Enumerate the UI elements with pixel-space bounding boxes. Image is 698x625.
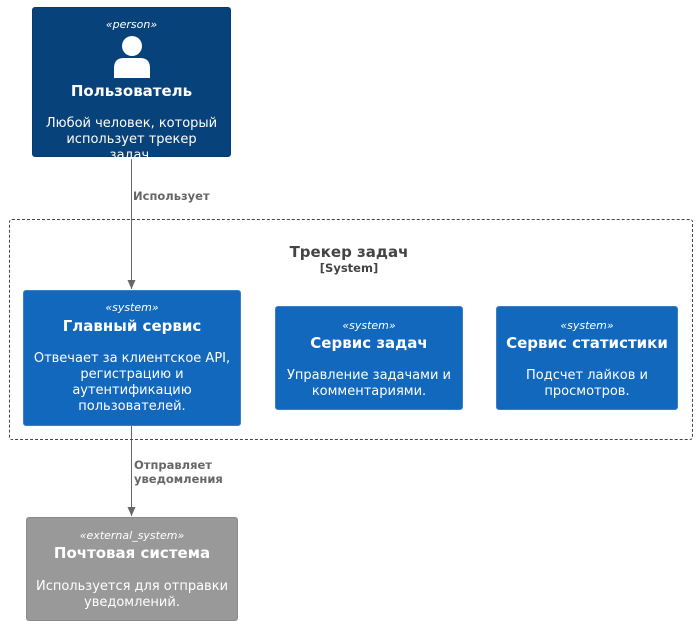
- person-stereotype: «person»: [105, 18, 158, 31]
- relation-label-uses: Использует: [133, 189, 210, 203]
- person-icon: [114, 36, 150, 78]
- main-service-description: Отвечает за клиентское API, регистрацию …: [33, 351, 231, 414]
- system-main-service[interactable]: «system» Главный сервис Отвечает за клие…: [23, 290, 241, 426]
- stats-service-description: Подсчет лайков и просмотров.: [525, 368, 649, 399]
- mail-system-title: Почтовая система: [53, 544, 211, 562]
- main-service-stereotype: «system»: [105, 301, 159, 314]
- stats-service-title: Сервис статистики: [506, 334, 668, 352]
- mail-system-stereotype: «external_system»: [79, 529, 185, 542]
- person-user[interactable]: «person» Пользователь Любой человек, кот…: [32, 7, 231, 163]
- task-service-description: Управление задачами и комментариями.: [286, 368, 451, 399]
- task-service-stereotype: «system»: [342, 319, 396, 332]
- stats-service-stereotype: «system»: [560, 319, 614, 332]
- system-boundary: [9, 219, 693, 440]
- external-system-mail[interactable]: «external_system» Почтовая система Испол…: [26, 517, 238, 621]
- boundary-title: Трекер задач: [289, 243, 409, 261]
- mail-system-description: Используется для отправки уведомлений.: [35, 579, 229, 610]
- person-title: Пользователь: [70, 82, 193, 100]
- system-stats-service[interactable]: «system» Сервис статистики Подсчет лайко…: [496, 306, 678, 410]
- system-task-service[interactable]: «system» Сервис задач Управление задачам…: [275, 306, 463, 410]
- relation-label-sends-notifications: Отправляет уведомления: [134, 458, 223, 486]
- main-service-title: Главный сервис: [62, 317, 202, 335]
- boundary-stereotype: [System]: [319, 261, 379, 275]
- person-description: Любой человек, который использует трекер…: [45, 116, 218, 163]
- task-service-title: Сервис задач: [310, 334, 428, 352]
